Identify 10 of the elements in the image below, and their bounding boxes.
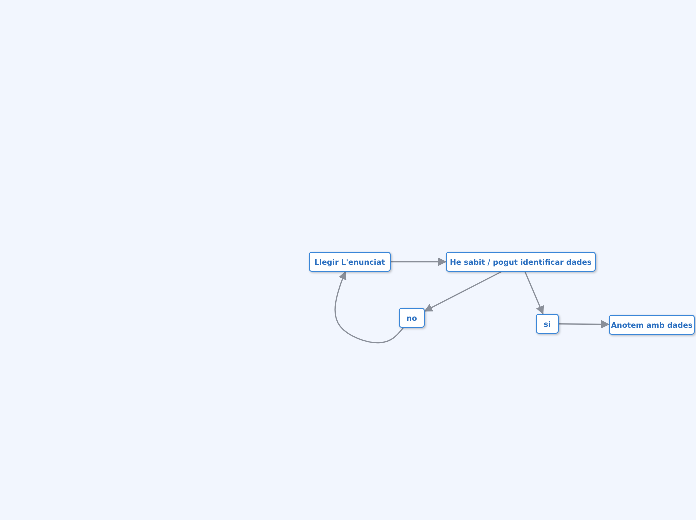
- topic-box: [399, 308, 425, 328]
- arrow: [424, 271, 502, 312]
- topic-box: [309, 252, 391, 272]
- arrow: [559, 320, 610, 329]
- arrow: [391, 258, 447, 266]
- topic-box: [609, 315, 695, 335]
- arrow: [334, 271, 404, 344]
- topic-box: [536, 314, 559, 334]
- arrow: [524, 272, 544, 315]
- topic-box: [446, 252, 596, 272]
